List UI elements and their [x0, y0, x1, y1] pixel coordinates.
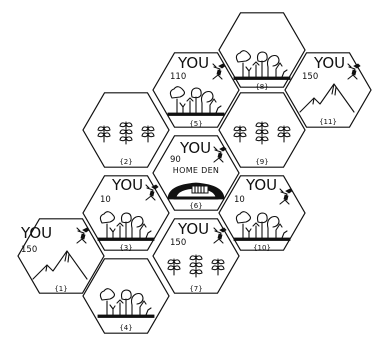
- owner-label: YOU: [313, 54, 345, 72]
- tile-id: {11}: [319, 118, 337, 126]
- tile-value: 150: [302, 72, 318, 82]
- owner-label: YOU: [20, 224, 52, 242]
- tile-7[interactable]: YOU 150 {7}: [153, 219, 239, 293]
- tile-id: {9}: [255, 158, 268, 166]
- owner-label: YOU: [177, 220, 209, 238]
- tile-value: 150: [21, 245, 37, 255]
- tile-3[interactable]: YOU 10 {3}: [83, 176, 169, 252]
- tile-value: 10: [234, 195, 245, 205]
- tile-id: {7}: [189, 285, 202, 293]
- tile-id: {4}: [119, 324, 132, 332]
- owner-label: YOU: [177, 54, 209, 72]
- tile-value: 110: [170, 72, 186, 82]
- tile-10[interactable]: YOU 10 {10}: [219, 176, 305, 252]
- tile-2[interactable]: {2}: [83, 93, 169, 167]
- tile-11[interactable]: YOU 150 {11}: [285, 53, 371, 127]
- owner-label: YOU: [179, 139, 211, 157]
- tile-id: {5}: [189, 120, 202, 128]
- tile-value: 150: [170, 238, 186, 248]
- owner-label: YOU: [245, 176, 277, 194]
- tile-id: {10}: [253, 244, 271, 252]
- tile-value: 90: [170, 155, 181, 165]
- tile-9[interactable]: {9}: [219, 93, 305, 167]
- tile-6[interactable]: YOU 90 HOME DEN {6}: [153, 136, 239, 210]
- tile-id: {2}: [119, 158, 132, 166]
- tile-id: {3}: [119, 244, 132, 252]
- owner-label: YOU: [111, 176, 143, 194]
- tile-id: {8}: [255, 83, 268, 91]
- tile-id: {6}: [189, 202, 202, 210]
- home-den-label: HOME DEN: [173, 166, 219, 175]
- tile-id: {1}: [54, 285, 67, 293]
- tile-value: 10: [100, 195, 111, 205]
